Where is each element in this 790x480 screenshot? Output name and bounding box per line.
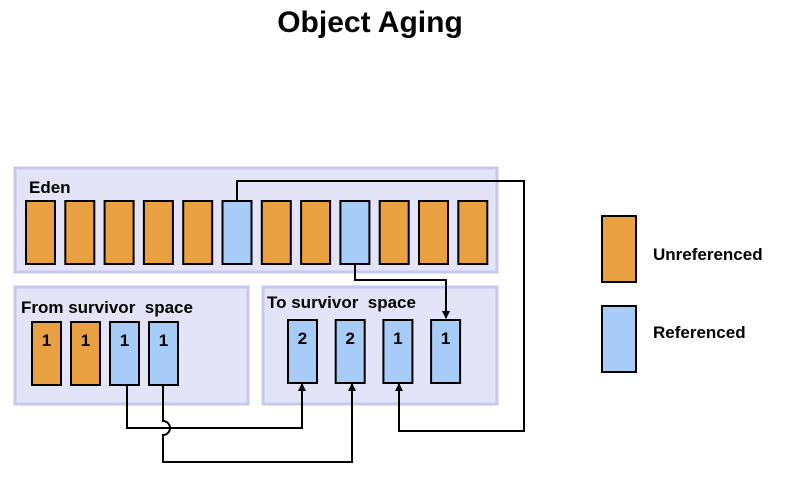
legend-referenced-label: Referenced xyxy=(653,323,746,342)
from-survivor-label: From survivor space xyxy=(21,298,193,317)
from-survivor-object-3-referenced xyxy=(109,321,140,386)
from-survivor-object-3-age: 1 xyxy=(120,331,129,350)
eden-object-10-unreferenced xyxy=(378,200,410,265)
eden-object-2-unreferenced xyxy=(64,200,96,265)
eden-object-6-referenced xyxy=(221,200,253,265)
from-survivor-object-2-unreferenced xyxy=(70,321,101,386)
to-survivor-objects: 2 2 1 1 xyxy=(287,319,462,384)
page-title: Object Aging xyxy=(277,6,463,39)
to-survivor-object-3-referenced xyxy=(382,319,414,384)
from-survivor-objects: 1 1 1 1 xyxy=(31,321,179,386)
eden-region xyxy=(13,166,499,274)
connector-eden-to-survivor-4 xyxy=(354,264,450,319)
to-survivor-object-2-age: 2 xyxy=(345,329,354,348)
to-survivor-object-1-referenced xyxy=(287,319,318,384)
eden-object-1-unreferenced xyxy=(25,200,56,265)
to-survivor-object-4-age: 1 xyxy=(441,329,450,348)
legend-referenced-swatch xyxy=(601,305,637,373)
from-survivor-object-1-unreferenced xyxy=(31,321,62,386)
connector-from3-to-survivor-1 xyxy=(126,383,306,429)
from-survivor-object-2-age: 1 xyxy=(81,331,90,350)
eden-object-3-unreferenced xyxy=(103,200,135,265)
to-survivor-object-1-age: 2 xyxy=(298,329,307,348)
to-survivor-object-4-referenced xyxy=(430,319,462,384)
eden-label: Eden xyxy=(29,178,71,197)
eden-object-11-unreferenced xyxy=(418,200,449,265)
eden-object-12-unreferenced xyxy=(457,200,489,265)
connector-from4-to-survivor-2 xyxy=(162,383,356,463)
eden-object-8-unreferenced xyxy=(300,200,332,265)
from-survivor-object-1-age: 1 xyxy=(42,331,51,350)
to-survivor-object-2-referenced xyxy=(334,319,366,384)
eden-object-5-unreferenced xyxy=(182,200,214,265)
connectors xyxy=(126,180,525,463)
eden-object-7-unreferenced xyxy=(260,200,292,265)
legend-unreferenced-swatch xyxy=(601,215,637,283)
connector-eden-to-survivor-3 xyxy=(236,180,525,432)
from-survivor-object-4-age: 1 xyxy=(159,331,168,350)
legend-unreferenced-label: Unreferenced xyxy=(653,245,763,264)
eden-object-9-referenced xyxy=(339,200,371,265)
eden-objects xyxy=(25,200,489,265)
eden-object-4-unreferenced xyxy=(142,200,174,265)
to-survivor-label: To survivor space xyxy=(267,293,416,312)
to-survivor-object-3-age: 1 xyxy=(393,329,402,348)
